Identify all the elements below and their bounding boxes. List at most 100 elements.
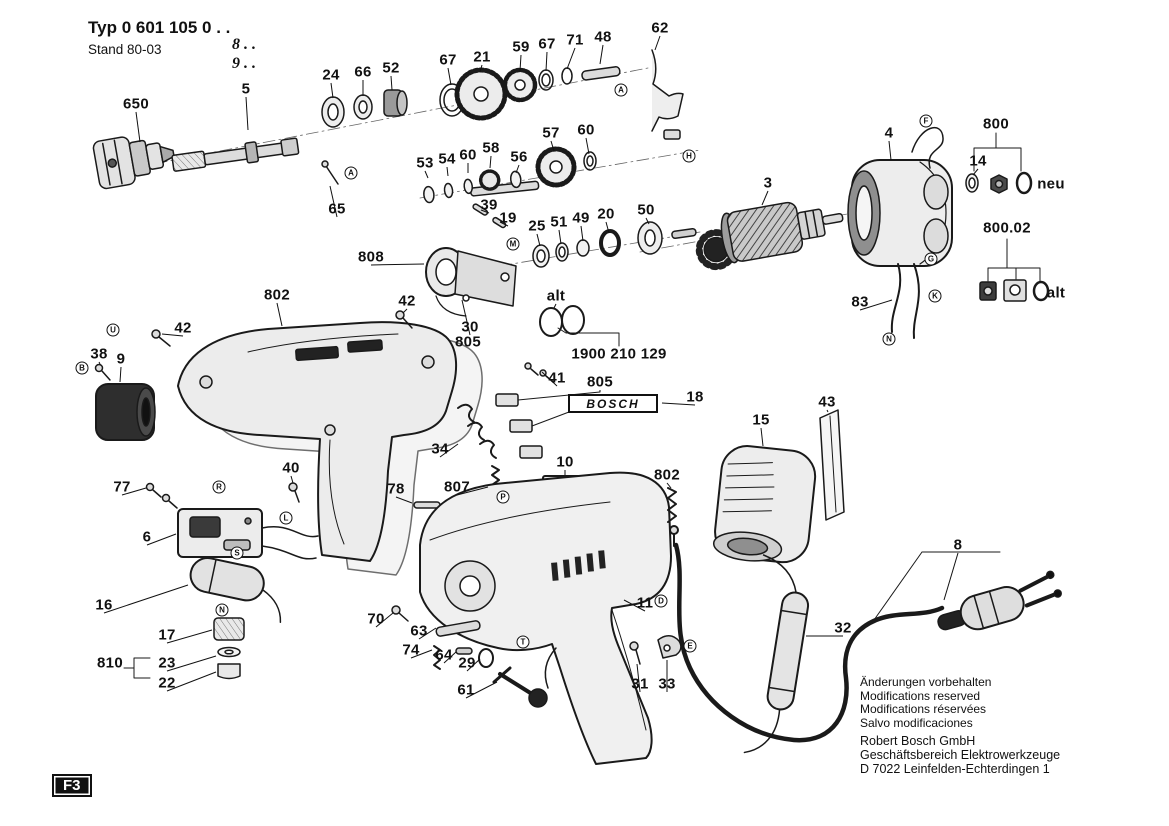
- screw-42b-drawing: [395, 310, 413, 329]
- part-label-51: 51: [550, 213, 568, 231]
- part-label-1900-210-129: 1900 210 129: [571, 345, 667, 363]
- part-label-50: 50: [637, 201, 655, 219]
- part-label-20: 20: [597, 205, 615, 223]
- part-label-14: 14: [969, 152, 987, 170]
- part-label-21: 21: [473, 48, 491, 66]
- mains-plug-drawing: [937, 570, 1062, 631]
- part-label-57: 57: [542, 124, 560, 142]
- gear-21-drawing: [454, 67, 508, 121]
- part-label-63: 63: [410, 622, 428, 640]
- variant-series-8: 8 . .: [232, 36, 256, 53]
- circled-letter-D: D: [654, 594, 668, 608]
- bracket-8-drawing: [873, 551, 1001, 621]
- part-label-56: 56: [510, 148, 528, 166]
- bracket-810-drawing: [123, 657, 151, 679]
- footer-notes: Änderungen vorbehalten Modifications res…: [860, 675, 1061, 776]
- bearing-24-drawing: [321, 96, 345, 128]
- bearing-bracket-808-drawing: [425, 247, 517, 317]
- part-label-alt: alt: [1046, 284, 1066, 302]
- screws-77-drawing: [145, 482, 178, 509]
- part-label-10: 10: [556, 453, 574, 471]
- part-label-58: 58: [482, 139, 500, 157]
- circled-letter-U: U: [106, 323, 120, 337]
- part-label-11: 11: [636, 594, 654, 612]
- part-label-16: 16: [95, 596, 113, 614]
- spring-74-drawing: [433, 645, 441, 670]
- part-label-52: 52: [382, 59, 400, 77]
- circled-letter-G: G: [924, 252, 938, 266]
- company-division: Geschäftsbereich Elektrowerkzeuge: [860, 748, 1061, 762]
- part-label-59: 59: [512, 38, 530, 56]
- circled-letter-N: N: [215, 603, 229, 617]
- bosch-nameplate: BOSCH: [568, 394, 658, 413]
- part-label-alt: alt: [546, 287, 566, 305]
- part-label-5: 5: [241, 80, 251, 98]
- type-number-line: Typ 0 601 105 0 . .: [88, 18, 230, 38]
- o-rings-alt-drawing: [539, 305, 585, 337]
- part-label-78: 78: [387, 480, 405, 498]
- stand-date: Stand 80-03: [88, 42, 162, 57]
- part-label-54: 54: [438, 150, 456, 168]
- suppressor-32-drawing: [743, 554, 810, 754]
- ring-71-drawing: [561, 67, 573, 85]
- part-label-38: 38: [90, 345, 108, 363]
- part-label-70: 70: [367, 610, 385, 628]
- part-label-77: 77: [113, 478, 131, 496]
- shaft-63-drawing: [435, 620, 481, 637]
- part-label-41: 41: [548, 369, 566, 387]
- nut-800-drawing: [990, 174, 1008, 194]
- bearing-50-drawing: [637, 221, 663, 255]
- field-sleeve-15-drawing: [712, 445, 817, 564]
- rubber-sleeve-9-drawing: [95, 383, 156, 441]
- company-name: Robert Bosch GmbH: [860, 734, 976, 748]
- sheet-code-badge: F3: [52, 774, 92, 797]
- part-label-neu: neu: [1037, 175, 1065, 193]
- capacitor-16-drawing: [189, 557, 282, 623]
- circled-letter-E: E: [683, 639, 697, 653]
- part-label-15: 15: [752, 411, 770, 429]
- ring-neu-drawing: [1015, 171, 1033, 195]
- gear-59-drawing: [502, 67, 538, 103]
- clip-plates-805-drawing: [495, 391, 607, 459]
- washer-51-drawing: [555, 242, 569, 262]
- part-label-48: 48: [594, 28, 612, 46]
- part-label-805: 805: [587, 373, 613, 391]
- washer-49-drawing: [576, 239, 590, 257]
- part-label-60: 60: [577, 121, 595, 139]
- power-cable-drawing: [673, 542, 945, 743]
- circled-letter-R: R: [212, 480, 226, 494]
- part-label-74: 74: [402, 641, 420, 659]
- shaft-stub-drawing: [671, 228, 697, 240]
- part-label-8: 8: [953, 536, 963, 554]
- armature-drawing: [695, 201, 844, 271]
- spindle-drawing: [171, 137, 300, 172]
- part-label-19: 19: [499, 209, 517, 227]
- note-de: Änderungen vorbehalten: [860, 675, 992, 689]
- note-en: Modifications reserved: [860, 688, 981, 703]
- part-label-49: 49: [572, 209, 590, 227]
- part-label-802: 802: [654, 466, 680, 484]
- pin-65-drawing: [321, 160, 339, 185]
- circled-letter-L: L: [279, 511, 293, 525]
- ring-67b-drawing: [538, 69, 554, 91]
- sleeve-52-drawing: [383, 89, 408, 117]
- ring-60b-drawing: [583, 151, 597, 171]
- screw-42a-drawing: [151, 329, 171, 347]
- part-label-800: 800: [983, 115, 1009, 133]
- ring-20-drawing: [599, 229, 621, 257]
- part-label-802: 802: [264, 286, 290, 304]
- clamp-33-drawing: [657, 635, 682, 659]
- part-label-34: 34: [431, 440, 449, 458]
- part-label-808: 808: [358, 248, 384, 266]
- part-label-6: 6: [142, 528, 152, 546]
- company-address: D 7022 Leinfelden-Echterdingen 1: [860, 762, 1050, 776]
- circled-letter-M: M: [506, 237, 520, 251]
- part-label-65: 65: [328, 200, 346, 218]
- part-label-800.02: 800.02: [983, 219, 1031, 237]
- ring-29-drawing: [478, 648, 494, 668]
- typ-number: 0 601 105 0 . .: [121, 18, 231, 37]
- part-label-61: 61: [457, 681, 475, 699]
- typ-label: Typ: [88, 18, 117, 37]
